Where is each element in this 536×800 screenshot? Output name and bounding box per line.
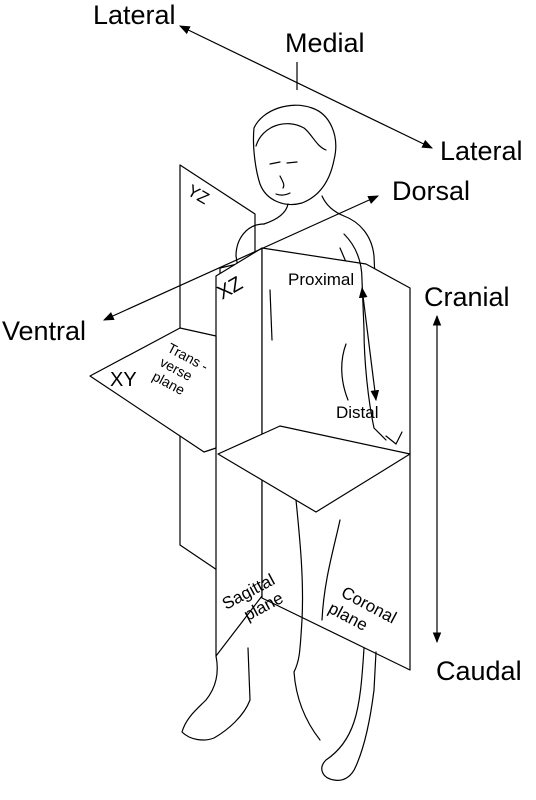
distal-label: Distal: [336, 403, 379, 422]
caudal-label: Caudal: [436, 656, 522, 686]
lateral-label-top: Lateral: [93, 0, 176, 30]
proximal-label: Proximal: [288, 270, 354, 289]
transverse-plane-label: Trans - verse plane: [150, 340, 212, 399]
medial-lateral-axis: [179, 25, 433, 149]
transverse-plane-ventral: [89, 327, 217, 453]
transverse-plane-dorsal: [217, 425, 411, 513]
dorsal-ventral-axis: [103, 195, 379, 321]
xy-plane-label: XY: [110, 369, 137, 391]
medial-label: Medial: [285, 28, 365, 58]
lateral-label-right: Lateral: [440, 136, 523, 166]
human-legs: [181, 499, 377, 781]
dorsal-label: Dorsal: [392, 176, 470, 206]
cranial-label: Cranial: [424, 282, 510, 312]
proximal-distal-axis: [358, 286, 380, 402]
human-head: [252, 104, 337, 205]
ventral-label: Ventral: [2, 316, 86, 346]
